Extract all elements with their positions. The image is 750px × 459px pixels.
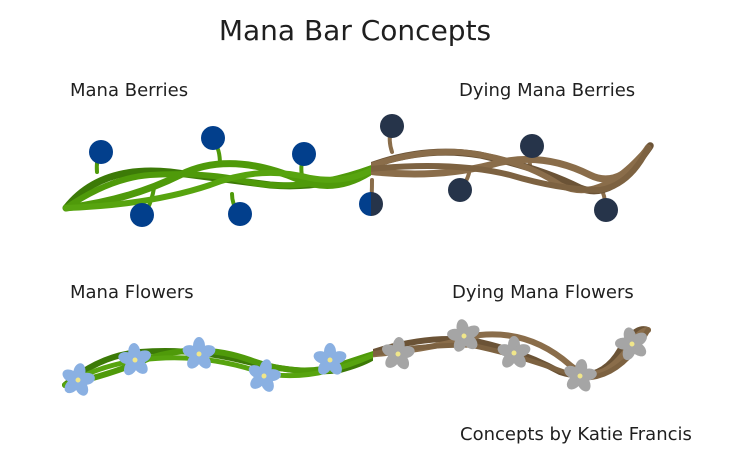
flower-center [577, 373, 583, 379]
blue-flower [62, 363, 95, 396]
flower-center [461, 333, 467, 339]
berry [130, 203, 154, 227]
berry [201, 126, 225, 150]
flower-vine [62, 319, 651, 396]
dead-berry [448, 178, 472, 202]
dead-berry [380, 114, 404, 138]
grey-flower [497, 336, 531, 368]
blue-flower [118, 343, 151, 376]
grey-flower [564, 359, 597, 392]
dying-mana-berries-label: Dying Mana Berries [459, 80, 636, 101]
grey-flower [615, 327, 647, 361]
green-vine-strands [62, 160, 371, 212]
blue-flower [313, 343, 347, 375]
flower-center [261, 373, 267, 379]
flower-center [75, 377, 81, 383]
flower-center [327, 357, 333, 363]
grey-flower [447, 319, 480, 352]
flower-petal [118, 352, 137, 365]
dead-berry [520, 134, 544, 158]
flower-petal [615, 337, 634, 350]
berry [228, 202, 252, 226]
flower-center [132, 357, 138, 363]
flower-center [511, 350, 517, 356]
berry-half-alive [359, 192, 371, 216]
blue-flower [182, 337, 216, 369]
flower-center [196, 351, 202, 357]
flower-petal [313, 351, 332, 364]
flower-petal [564, 365, 582, 380]
flower-petal [447, 328, 466, 341]
berry-vine [62, 114, 654, 227]
berry-half [359, 192, 383, 216]
flower-petal [382, 344, 400, 358]
flowers [62, 319, 647, 396]
flower-center [629, 341, 635, 347]
flower-petal [497, 344, 516, 357]
flower-petal [182, 345, 201, 358]
berry-half-dead [371, 192, 383, 216]
berry [89, 140, 113, 164]
brown-vine-strands [371, 142, 654, 195]
dying-mana-flowers-label: Dying Mana Flowers [452, 282, 634, 303]
grey-flower [382, 337, 415, 370]
flower-petal [62, 369, 80, 384]
blue-flower [248, 359, 281, 392]
berries-dead [380, 114, 618, 222]
dead-berry [594, 198, 618, 222]
page-title: Mana Bar Concepts [218, 14, 492, 47]
berries-alive [89, 126, 316, 227]
credit-text: Concepts by Katie Francis [460, 424, 692, 445]
berry [292, 142, 316, 166]
mana-berries-label: Mana Berries [70, 80, 189, 101]
flower-center [395, 351, 401, 357]
flower-petal [248, 365, 266, 379]
mana-flowers-label: Mana Flowers [70, 282, 194, 303]
